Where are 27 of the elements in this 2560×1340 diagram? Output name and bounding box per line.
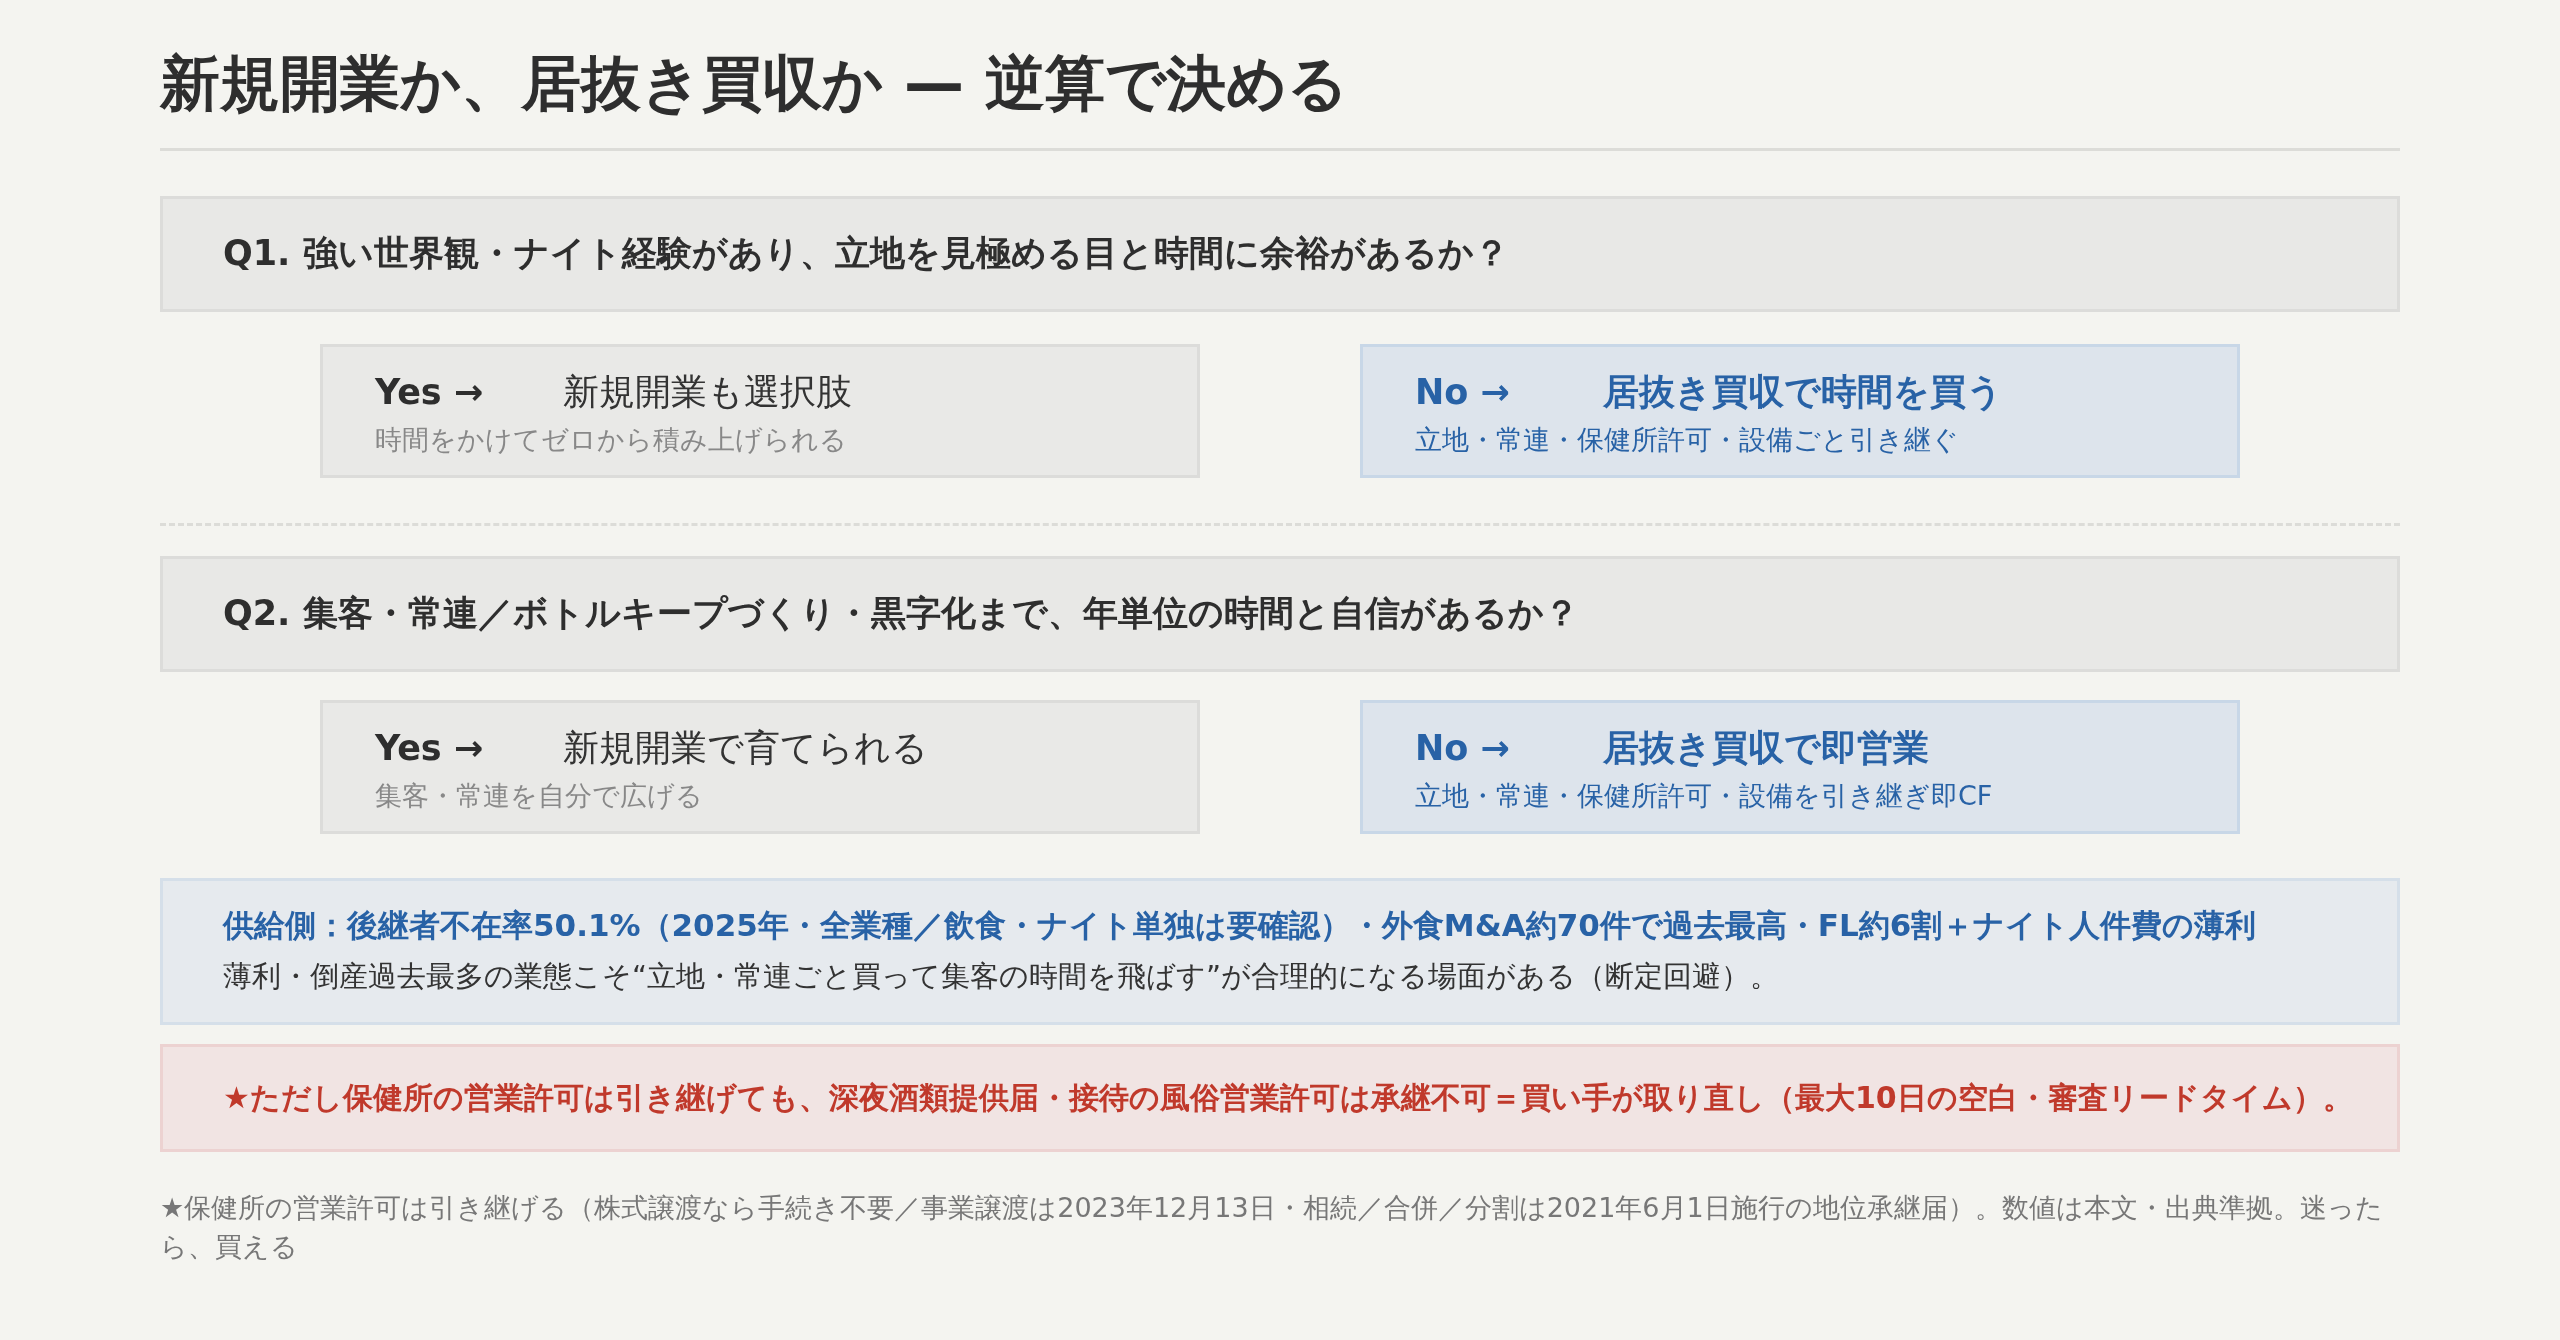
answer-label: Yes → — [375, 727, 485, 770]
warning-text: ★ただし保健所の営業許可は引き継げても、深夜酒類提供届・接待の風俗営業許可は承継不可＝買い手が取り直し（最大10日の空白・審査リードタイム）。 — [223, 1079, 2354, 1117]
info-panel — [160, 878, 2400, 1025]
answer-label: No → — [1415, 727, 1511, 770]
footnote: ★保健所の営業許可は引き継げる（株式譲渡なら手続き不要／事業譲渡は2023年12月13日・相続／合併／分割は2021年6月1日施行の地位承継届）。数値は本文・出典準拠。迷ったら、買える — [160, 1191, 2384, 1265]
answer-note: 時間をかけてゼロから積み上げられる — [375, 422, 848, 457]
info-heading: 供給側：後継者不在率50.1%（2025年・全業種／飲食・ナイト単独は要確認）・外食M&A約70件で過去最高・FL約6割＋ナイト人件費の薄利 — [223, 906, 2258, 945]
answer-title: 居抜き買収で即営業 — [1603, 726, 1929, 770]
answer-title: 新規開業で育てられる — [563, 726, 928, 770]
yes-answer-panel — [320, 344, 1200, 478]
answer-note: 立地・常連・保健所許可・設備ごと引き継ぐ — [1415, 422, 1960, 457]
answer-note: 立地・常連・保健所許可・設備を引き継ぎ即CF — [1415, 778, 1994, 813]
question-banner — [160, 556, 2400, 672]
page-title: 新規開業か、居抜き買収か — 逆算で決める — [160, 47, 1348, 120]
question-text: Q2. 集客・常連／ボトルキープづくり・黒字化まで、年単位の時間と自信があるか？ — [223, 592, 1579, 636]
answer-title: 新規開業も選択肢 — [563, 370, 852, 414]
question-text: Q1. 強い世界観・ナイト経験があり、立地を見極める目と時間に余裕があるか？ — [223, 232, 1509, 276]
answer-note: 集客・常連を自分で広げる — [375, 778, 704, 813]
answer-title: 居抜き買収で時間を買う — [1603, 370, 2003, 414]
question-banner — [160, 196, 2400, 312]
info-text: 薄利・倒産過去最多の業態こそ“立地・常連ごと買って集客の時間を飛ばす”が合理的になる場面がある（断定回避）。 — [223, 957, 1781, 995]
answer-label: Yes → — [375, 371, 485, 414]
no-answer-panel — [1360, 344, 2240, 478]
warning-panel — [160, 1044, 2400, 1152]
yes-answer-panel — [320, 700, 1200, 834]
no-answer-panel — [1360, 700, 2240, 834]
answer-label: No → — [1415, 371, 1511, 414]
